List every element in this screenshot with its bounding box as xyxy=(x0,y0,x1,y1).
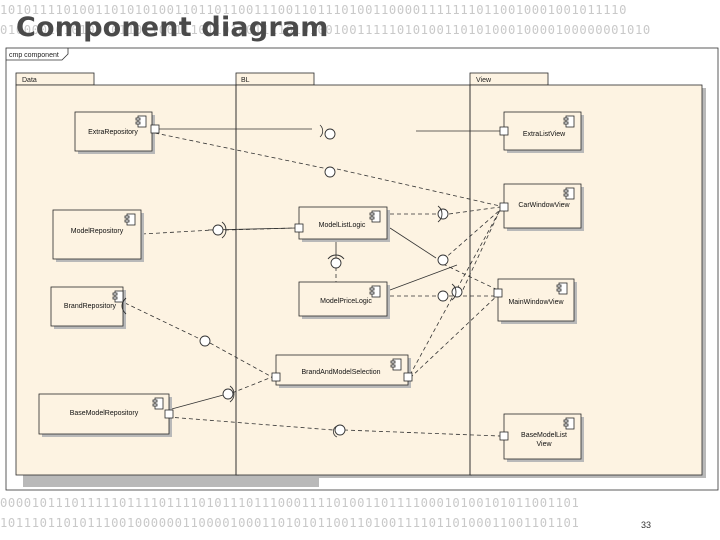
component-label: ModelListLogic xyxy=(319,222,366,229)
component-model-list-logic: ModelListLogic xyxy=(294,206,390,242)
frame-label: cmp component xyxy=(9,52,59,59)
binary-background-top: 1010111101001101010100110110110011100110… xyxy=(0,0,720,46)
package-label-data: Data xyxy=(22,77,37,84)
binary-line: 1010111101001101010100110110110011100110… xyxy=(0,3,628,17)
component-label: MainWindowView xyxy=(508,299,564,306)
component-label: ModelPriceLogic xyxy=(320,298,372,305)
binary-background-bottom: 0000101110111110111101111010111011100011… xyxy=(0,493,720,540)
port xyxy=(499,431,509,441)
package-bl: BL xyxy=(235,72,479,478)
slide-title: Component diagram xyxy=(16,12,329,43)
component-label: BrandAndModelSelection xyxy=(302,369,381,376)
diagram-frame xyxy=(5,47,719,491)
page-number: 33 xyxy=(641,520,652,530)
package-label-bl: BL xyxy=(241,77,250,84)
interface-extra-2 xyxy=(324,166,336,178)
port xyxy=(271,372,281,382)
interface-brand xyxy=(199,335,211,347)
component-model-price-logic: ModelPriceLogic xyxy=(298,281,390,319)
interface-model-price-3 xyxy=(330,257,342,269)
component-label: BrandRepository xyxy=(64,303,117,310)
component-model-repository: ModelRepository xyxy=(52,209,144,262)
component-extra-repository: ExtraRepository xyxy=(74,111,160,154)
interface-extra xyxy=(324,128,336,140)
interface-model-list-2 xyxy=(437,254,449,266)
interfaces xyxy=(199,128,463,436)
component-base-model-list-view: BaseModelList View xyxy=(499,413,584,462)
component-extra-list-view: ExtraListView xyxy=(499,111,584,153)
binary-line: 0100001010100101101100111011010011110101… xyxy=(0,23,651,37)
port xyxy=(150,124,160,134)
port xyxy=(294,223,304,233)
interface-model-repository xyxy=(212,224,224,236)
port xyxy=(499,202,509,212)
port xyxy=(493,288,503,298)
component-brand-and-model-selection: BrandAndModelSelection xyxy=(271,354,413,388)
socket xyxy=(121,297,127,315)
port xyxy=(403,372,413,382)
component-label: CarWindowView xyxy=(518,202,570,209)
component-label: BaseModelRepository xyxy=(70,410,139,417)
port xyxy=(164,409,174,419)
component-label: ExtraRepository xyxy=(88,129,138,136)
component-label: BaseModelList xyxy=(521,432,567,439)
component-car-window-view: CarWindowView xyxy=(499,183,584,231)
component-base-model-repository: BaseModelRepository xyxy=(38,393,174,437)
connectors xyxy=(124,124,501,438)
interface-base-model xyxy=(222,388,234,400)
sockets xyxy=(221,205,457,403)
component-label: ModelRepository xyxy=(71,228,124,235)
component-main-window-view: MainWindowView xyxy=(493,278,577,324)
interface-model-price-2 xyxy=(437,290,449,302)
interface-model-price xyxy=(451,286,463,298)
component-brand-repository: BrandRepository xyxy=(50,286,127,329)
binary-line: 0000101110111110111101111010111011100011… xyxy=(0,496,580,510)
frame-label-tab xyxy=(6,48,69,61)
component-label: View xyxy=(536,441,552,448)
component-label: ExtraListView xyxy=(523,131,566,138)
binary-line: 1011101101011100100000011000010001101010… xyxy=(0,516,580,530)
port xyxy=(499,126,509,136)
interface-base-model-2 xyxy=(334,424,346,436)
package-label-view: View xyxy=(476,77,492,84)
interface-model-list xyxy=(437,208,449,220)
